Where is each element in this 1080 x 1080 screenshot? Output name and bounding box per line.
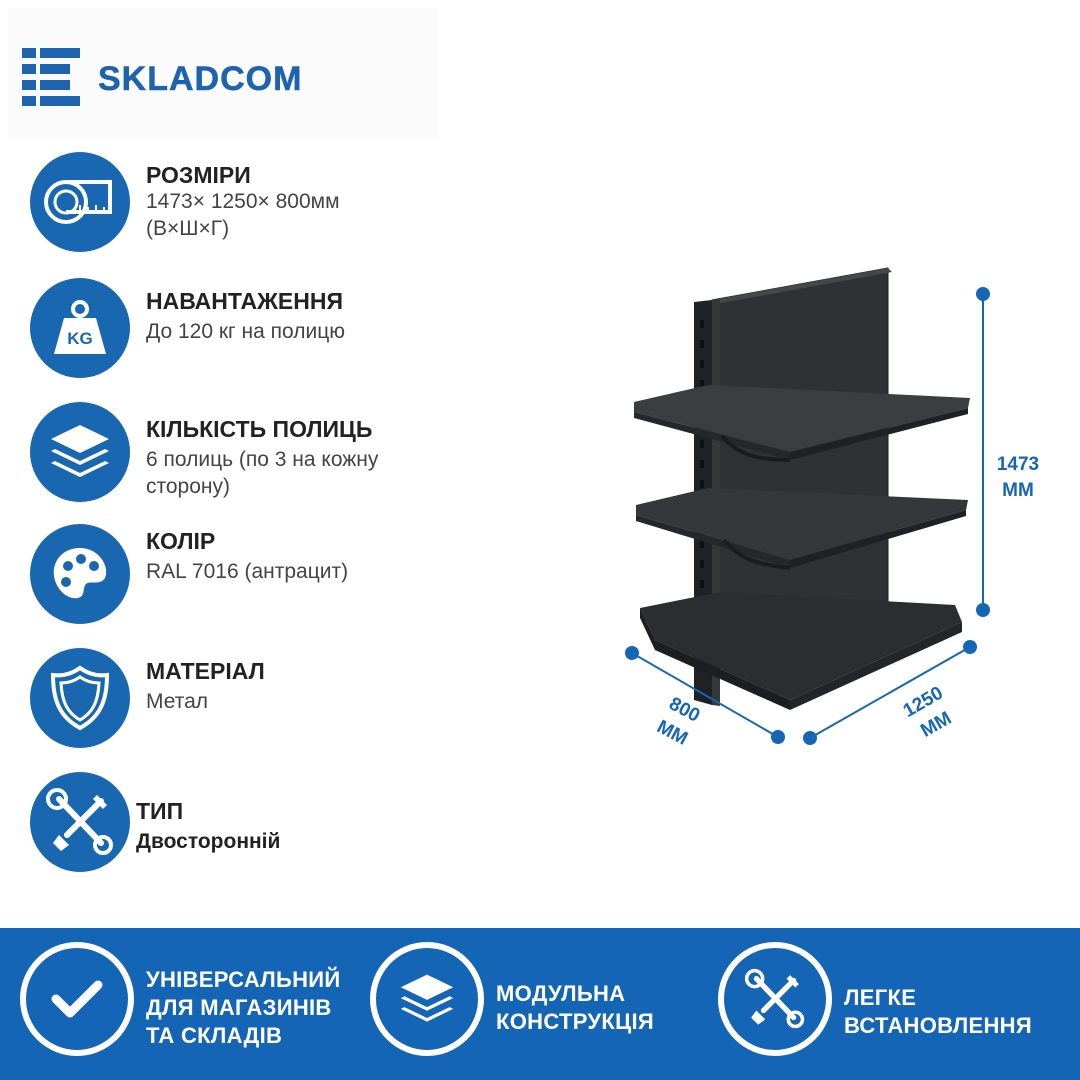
spec-title: НАВАНТАЖЕННЯ — [146, 288, 343, 314]
spec-dimensions: РОЗМІРИ 1473× 1250× 800мм (В×Ш×Г) — [30, 152, 590, 262]
brand-name: SKLADCOM — [98, 60, 303, 99]
logo-area: SKLADCOM — [8, 8, 438, 140]
spec-title: КОЛІР — [146, 528, 216, 554]
dimension-height-label: 1473 ММ — [996, 454, 1040, 501]
spec-material: МАТЕРІАЛ Метал — [30, 648, 590, 758]
tools-icon — [30, 772, 130, 872]
spec-value: 6 полиць (по 3 на кожну сторону) — [146, 448, 379, 498]
spec-load: KG НАВАНТАЖЕННЯ До 120 кг на полицю — [30, 278, 590, 388]
checkmark-icon — [20, 942, 134, 1056]
feature-universal: УНІВЕРСАЛЬНИЙ ДЛЯ МАГАЗИНІВ ТА СКЛАДІВ — [20, 942, 370, 1066]
shield-icon — [30, 648, 130, 748]
spec-value: 1473× 1250× 800мм (В×Ш×Г) — [146, 190, 340, 240]
spec-title: КІЛЬКІСТЬ ПОЛИЦЬ — [146, 416, 373, 442]
layers-icon — [370, 942, 484, 1056]
spec-title: ТИП — [136, 798, 184, 824]
tools-icon — [718, 942, 832, 1056]
features-banner: УНІВЕРСАЛЬНИЙ ДЛЯ МАГАЗИНІВ ТА СКЛАДІВ М… — [0, 928, 1080, 1080]
spec-shelf-count: КІЛЬКІСТЬ ПОЛИЦЬ 6 полиць (по 3 на кожну… — [30, 402, 590, 512]
svg-text:KG: KG — [67, 329, 93, 348]
spec-value: Метал — [146, 690, 209, 713]
feature-text: ЛЕГКЕ ВСТАНОВЛЕННЯ — [844, 985, 1032, 1038]
spec-value: Двосторонній — [136, 830, 281, 853]
spec-title: РОЗМІРИ — [146, 162, 251, 188]
feature-text: МОДУЛЬНА КОНСТРУКЦІЯ — [496, 981, 654, 1034]
spec-value: RAL 7016 (антрацит) — [146, 560, 349, 583]
gondola-shelf-image — [625, 267, 990, 745]
feature-modular: МОДУЛЬНА КОНСТРУКЦІЯ — [370, 942, 710, 1066]
spec-value: До 120 кг на полицю — [146, 320, 345, 343]
weight-kg-icon: KG — [30, 278, 130, 378]
tape-measure-icon — [30, 152, 130, 252]
spec-type: ТИП Двосторонній — [30, 772, 590, 882]
logo-mark-icon — [22, 48, 80, 106]
palette-icon — [30, 524, 130, 624]
spec-title: МАТЕРІАЛ — [146, 658, 265, 684]
feature-easy-install: ЛЕГКЕ ВСТАНОВЛЕННЯ — [718, 942, 1068, 1066]
feature-text: УНІВЕРСАЛЬНИЙ ДЛЯ МАГАЗИНІВ ТА СКЛАДІВ — [146, 967, 341, 1048]
spec-color: КОЛІР RAL 7016 (антрацит) — [30, 524, 590, 634]
layers-icon — [30, 402, 130, 502]
